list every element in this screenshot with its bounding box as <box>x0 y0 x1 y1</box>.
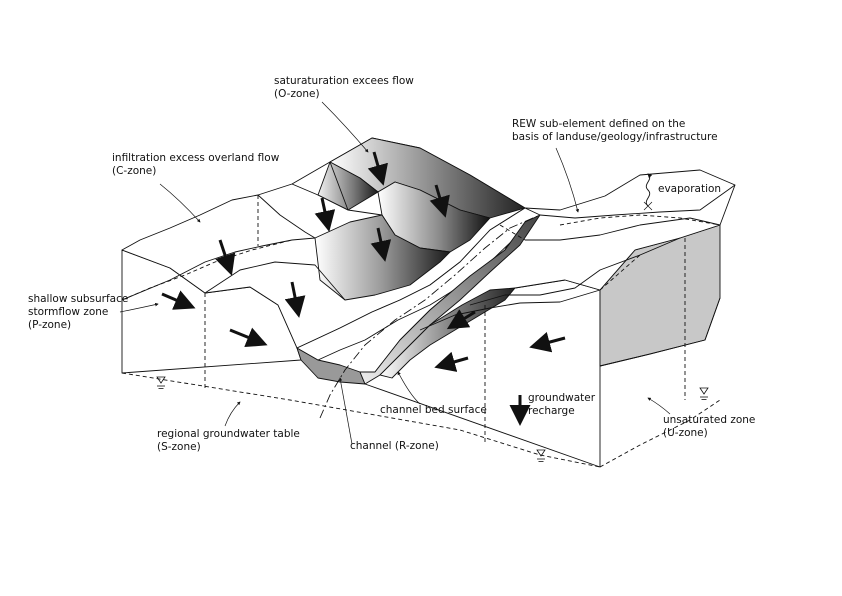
saturated-top-left <box>317 161 379 211</box>
channel-label: channel (R-zone) <box>350 440 439 452</box>
water-table-symbols <box>156 376 709 462</box>
groundwater-recharge-label: groundwater recharge <box>528 392 596 417</box>
evaporation-label: evaporation <box>658 183 722 195</box>
rew-subelement-label: REW sub-element defined on the basis of … <box>512 118 718 143</box>
channel-bank-slope <box>379 287 516 379</box>
subsurface-boundary <box>121 239 293 301</box>
regional-groundwater-label: regional groundwater table (S-zone) <box>157 428 300 453</box>
saturation-flow-label: saturaturation excees flow (O-zone) <box>274 75 414 100</box>
channel-centerline <box>319 214 541 419</box>
evaporation-arrow <box>645 173 653 207</box>
infiltration-flow-label: infiltration excess overland flow (C-zon… <box>112 152 280 177</box>
channel-bed-label: channel bed surface <box>380 404 487 416</box>
unsaturated-zone-label: unsaturated zone (U-zone) <box>663 414 756 439</box>
shallow-subsurface-label: shallow subsurface stormflow zone (P-zon… <box>28 293 129 331</box>
right-side-face-lower <box>599 297 721 367</box>
